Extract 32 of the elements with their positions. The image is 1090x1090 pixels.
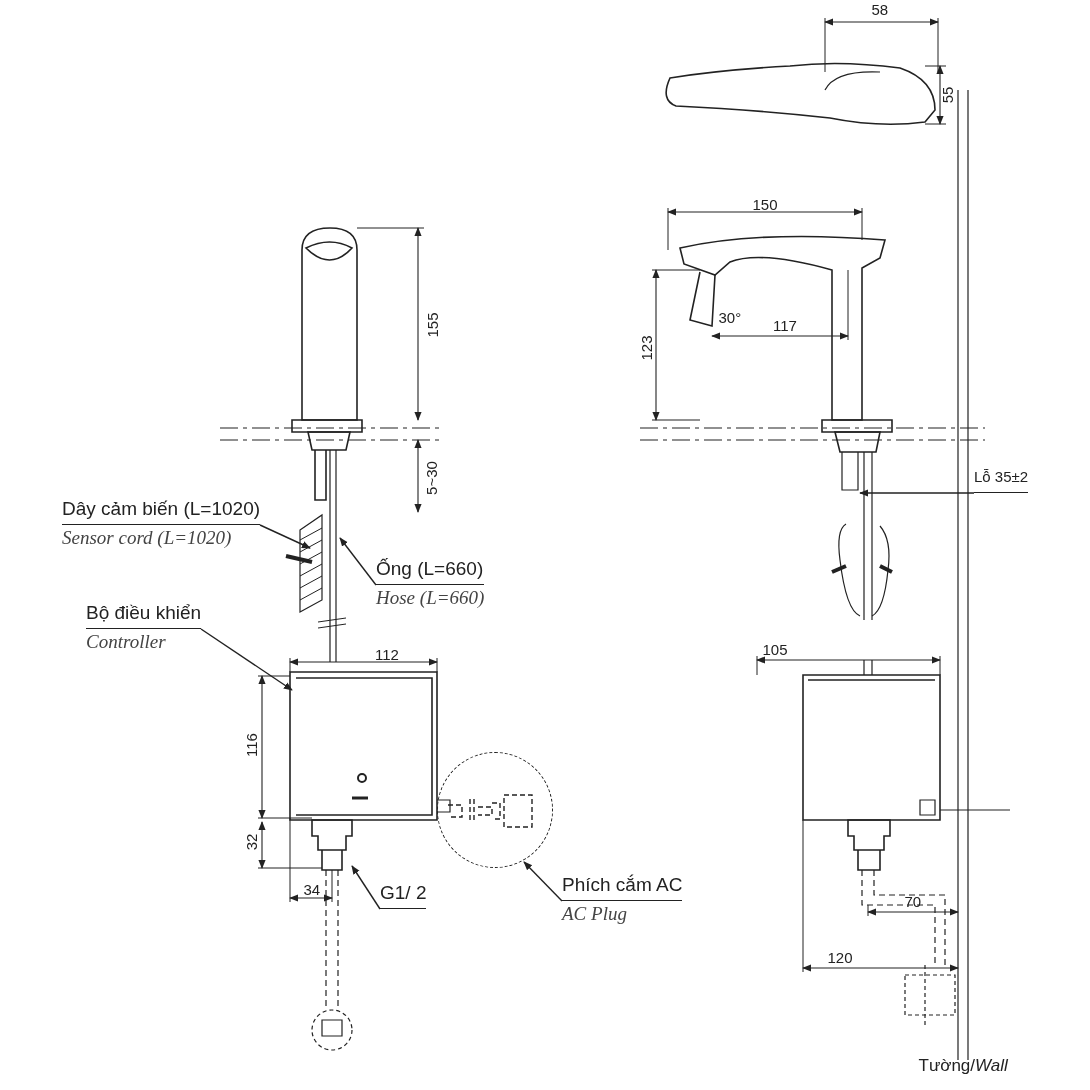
dimension-label: 112: [375, 647, 399, 663]
leader-line: [351, 865, 381, 910]
leader-line: [859, 489, 975, 497]
callout-label: Sensor cord (L=1020): [62, 526, 233, 550]
dimension-label: 116: [243, 733, 260, 757]
callout-label: Bộ điều khiển: [86, 600, 202, 629]
dimension-label: 117: [773, 318, 797, 334]
dimension-label: 155: [424, 312, 440, 338]
wall-label: Tường/Wall: [918, 1058, 1008, 1074]
callout-label: Ống (L=660): [376, 556, 485, 585]
callout-label: AC Plug: [562, 902, 628, 926]
dimension-label: 32: [243, 833, 260, 851]
callout-label: Lỗ 35±2: [974, 464, 1029, 493]
callout-label: Hose (L=660): [376, 586, 485, 610]
callout-label: Phích cắm AC: [562, 872, 683, 901]
dimension-label: 55: [939, 86, 956, 104]
leader-line: [259, 524, 311, 549]
leader-line: [339, 537, 377, 586]
callout-label: Controller: [86, 630, 167, 654]
dimension-label: 150: [752, 197, 778, 213]
dimension-label: 58: [871, 2, 889, 18]
callout-label: Dây cảm biến (L=1020): [62, 496, 261, 525]
leader-line: [200, 628, 293, 691]
dimension-label: 105: [762, 642, 788, 658]
dimension-label: 123: [638, 335, 654, 361]
dimension-label: 34: [303, 882, 321, 898]
dimension-label: 70: [904, 894, 922, 910]
callout-label: G1/ 2: [380, 880, 427, 909]
dimension-label: 120: [827, 950, 853, 966]
dimension-label: 5~30: [423, 461, 440, 495]
dimension-label: 30°: [718, 310, 742, 326]
leader-line: [523, 861, 563, 902]
